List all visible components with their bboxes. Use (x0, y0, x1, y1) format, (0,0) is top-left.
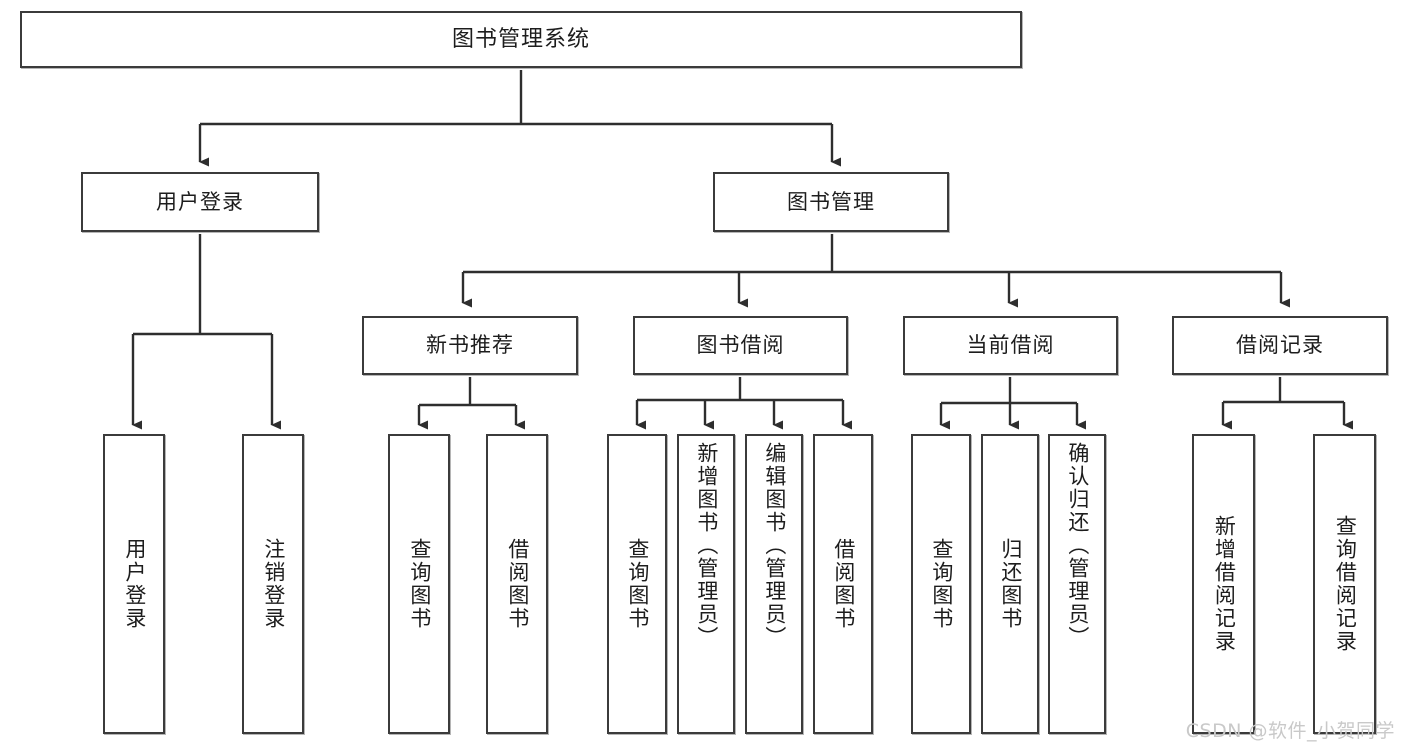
node-current-borrow[interactable]: 当前借阅 (903, 316, 1118, 375)
leaf-label: 查询图书 (929, 538, 954, 630)
leaf-label: 查询借阅记录 (1333, 515, 1358, 653)
leaf-label: 编辑图书（管理员） (762, 442, 787, 649)
leaf-recommend-borrow-book[interactable]: 借阅图书 (486, 434, 548, 734)
leaf-current-query-book[interactable]: 查询图书 (911, 434, 971, 734)
leaf-label: 注销登录 (261, 538, 286, 630)
leaf-current-confirm-return-admin[interactable]: 确认归还（管理员） (1048, 434, 1106, 734)
node-borrow-record-label: 借阅记录 (1236, 333, 1324, 357)
leaf-label: 用户登录 (122, 538, 147, 630)
leaf-recommend-query-book[interactable]: 查询图书 (388, 434, 450, 734)
leaf-label: 新增图书（管理员） (694, 442, 719, 649)
watermark: CSDN @软件_小贺同学 (1185, 720, 1395, 742)
node-borrow-record[interactable]: 借阅记录 (1172, 316, 1388, 375)
node-book-borrow-label: 图书借阅 (696, 333, 785, 357)
leaf-label: 新增借阅记录 (1212, 515, 1237, 653)
leaf-label: 借阅图书 (505, 538, 530, 630)
leaf-current-return-book[interactable]: 归还图书 (981, 434, 1039, 734)
leaf-record-query-record[interactable]: 查询借阅记录 (1313, 434, 1376, 734)
node-book-management-label: 图书管理 (787, 189, 875, 214)
leaf-label: 确认归还（管理员） (1065, 442, 1090, 649)
leaf-borrow-borrow-book[interactable]: 借阅图书 (813, 434, 873, 734)
node-root-label: 图书管理系统 (451, 26, 590, 52)
leaf-label: 借阅图书 (831, 538, 856, 630)
node-new-book-recommend[interactable]: 新书推荐 (362, 316, 578, 375)
leaf-user-login-signin[interactable]: 用户登录 (103, 434, 165, 734)
node-book-management[interactable]: 图书管理 (713, 172, 949, 232)
leaf-borrow-edit-book-admin[interactable]: 编辑图书（管理员） (745, 434, 803, 734)
node-current-borrow-label: 当前借阅 (966, 333, 1055, 357)
leaf-borrow-query-book[interactable]: 查询图书 (607, 434, 667, 734)
leaf-label: 查询图书 (407, 538, 432, 630)
leaf-label: 归还图书 (998, 538, 1023, 630)
leaf-user-login-signout[interactable]: 注销登录 (242, 434, 304, 734)
node-new-book-recommend-label: 新书推荐 (426, 333, 514, 357)
node-user-login-label: 用户登录 (156, 189, 244, 214)
node-root[interactable]: 图书管理系统 (20, 11, 1022, 68)
leaf-borrow-add-book-admin[interactable]: 新增图书（管理员） (677, 434, 735, 734)
leaf-record-add-record[interactable]: 新增借阅记录 (1192, 434, 1255, 734)
node-user-login[interactable]: 用户登录 (81, 172, 319, 232)
leaf-label: 查询图书 (625, 538, 650, 630)
node-book-borrow[interactable]: 图书借阅 (633, 316, 848, 375)
